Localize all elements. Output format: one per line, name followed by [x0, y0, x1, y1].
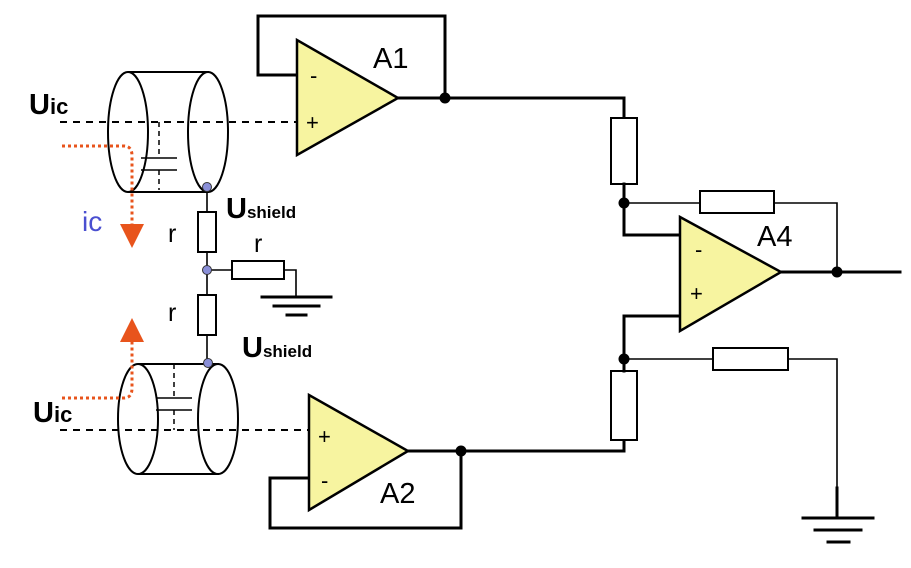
upper-input-resistor — [610, 117, 638, 185]
ic-label: ic — [82, 206, 102, 237]
a1-output-wire — [396, 96, 626, 120]
op-amp-a2 — [307, 392, 411, 513]
ground-resistor-wire-right — [788, 358, 838, 488]
ushield-bottom-label: Ushield — [242, 332, 312, 364]
r-top-label: r — [168, 220, 176, 248]
ic-current-arrow-top — [62, 144, 144, 248]
uic-top-label: Uic — [29, 89, 68, 121]
a4-plus-sign: + — [690, 281, 703, 306]
r-bottom-label: r — [168, 299, 176, 327]
top-shielded-cable — [60, 71, 230, 193]
a1-minus-sign: - — [310, 63, 317, 88]
ground-resistor — [712, 347, 789, 371]
a1-feedback-wire — [256, 14, 447, 100]
lower-input-resistor — [610, 370, 638, 441]
shield-ground-wire — [284, 269, 297, 297]
lower-node-wire — [622, 314, 682, 373]
a1-plus-sign: + — [306, 110, 319, 135]
upper-node-wire — [622, 182, 682, 237]
shield-resistor-middle — [231, 260, 285, 280]
feedback-wire-right — [774, 202, 838, 272]
a4-label: A4 — [757, 221, 792, 253]
a4-output-node — [831, 266, 843, 278]
a1-label: A1 — [373, 43, 408, 75]
shield-resistor-top — [197, 211, 217, 253]
op-amp-a4 — [678, 214, 784, 334]
a2-plus-sign: + — [318, 424, 331, 449]
shield-ground-symbol — [260, 295, 333, 317]
a2-feedback-wire — [268, 449, 463, 530]
op-amp-a1 — [295, 37, 401, 158]
bottom-shield-node — [203, 358, 213, 368]
a4-minus-sign: - — [695, 237, 702, 262]
top-shield-node — [202, 182, 212, 192]
shield-resistor-bottom — [197, 294, 217, 336]
ic-current-arrow-bottom — [62, 318, 144, 400]
ushield-top-label: Ushield — [226, 193, 296, 225]
r-middle-label: r — [254, 230, 262, 258]
right-ground-symbol — [801, 516, 875, 544]
a2-minus-sign: - — [321, 468, 328, 493]
a2-output-node — [455, 445, 467, 457]
a2-output-wire — [406, 438, 626, 453]
middle-shield-node — [202, 265, 212, 275]
feedback-resistor — [699, 190, 775, 214]
bottom-shielded-cable — [60, 363, 250, 475]
a1-output-node — [439, 92, 451, 104]
uic-bottom-label: Uic — [33, 397, 72, 429]
a2-label: A2 — [380, 478, 415, 510]
